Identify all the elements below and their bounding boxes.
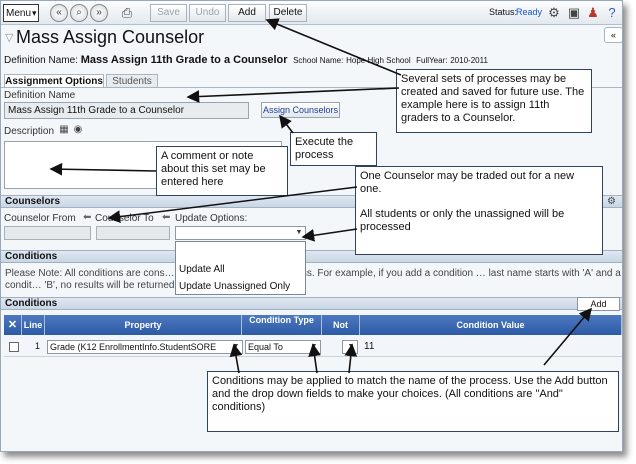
first-glyph: « (56, 7, 62, 18)
school-label: School Name: (293, 56, 344, 65)
condition-value[interactable]: 11 (364, 341, 375, 352)
not-select[interactable]: ▼ (342, 340, 358, 354)
help-icon[interactable]: ? (608, 5, 616, 20)
gear-icon[interactable]: ⚙ (548, 5, 560, 20)
chevron-down-icon: ▾ (32, 8, 37, 18)
dropdown-option-update-all[interactable]: Update All (179, 264, 225, 275)
counselor-to-label: Counselor To (95, 213, 154, 224)
menu-button[interactable]: Menu▾ (3, 4, 39, 22)
column-header-condition-type[interactable]: Condition Type (242, 315, 322, 335)
dropdown-option-update-unassigned[interactable]: Update Unassigned Only (179, 281, 291, 292)
tab-students[interactable]: Students (106, 74, 158, 88)
description-label: Description (4, 126, 55, 137)
delete-button[interactable]: Delete (269, 4, 307, 22)
definition-name-input[interactable]: Mass Assign 11th Grade to a Counselor (4, 102, 249, 119)
condition-type-select[interactable]: Equal To ▼ (245, 340, 321, 354)
property-select[interactable]: Grade (K12 EnrollmentInfo.StudentSORE ▼ (47, 340, 243, 354)
search-icon[interactable]: ⌕ (70, 4, 88, 22)
conditions-grid-header: Conditions (1, 297, 622, 310)
column-header-property[interactable]: Property (45, 315, 242, 335)
close-icon[interactable]: ✕ (4, 315, 22, 335)
chevron-down-icon: ▼ (347, 343, 355, 350)
chevron-down-icon: ▼ (310, 343, 318, 350)
update-options-select[interactable]: ▼ (175, 226, 306, 240)
add-button[interactable]: Add (228, 4, 266, 22)
definition-name-label: Definition Name (4, 90, 76, 101)
arrow-left-icon: ⬅ (83, 212, 92, 223)
info-icon[interactable]: ◉ (73, 124, 83, 135)
dropdown-option-blank[interactable] (176, 242, 305, 257)
chevron-down-icon: ▼ (295, 229, 303, 236)
definition-value: Mass Assign 11th Grade to a Counselor (80, 54, 288, 66)
callout-counselors-line1: One Counselor may be traded out for a ne… (360, 170, 575, 195)
callout-counselors-line2: All students or only the unassigned will… (360, 208, 565, 233)
year-label: FullYear: (416, 56, 448, 65)
callout-counselors: One Counselor may be traded out for a ne… (355, 166, 603, 255)
callout-execute: Execute the process (290, 132, 377, 166)
page-title: Mass Assign Counselor (16, 27, 205, 47)
tab-assignment-options[interactable]: Assignment Options (4, 74, 104, 88)
definition-label: Definition Name: (4, 55, 78, 66)
next-record-icon[interactable]: » (90, 4, 108, 22)
search-glyph: ⌕ (76, 7, 82, 18)
arrow-to-add (265, 18, 402, 76)
school-value: Hope High School (346, 56, 411, 65)
status-value: Ready (516, 7, 543, 17)
collapse-button[interactable]: « (604, 27, 622, 43)
undo-button[interactable]: Undo (189, 4, 226, 22)
menu-label: Menu (6, 8, 32, 19)
column-header-line[interactable]: Line (22, 315, 45, 335)
callout-saved-processes: Several sets of processes may be created… (396, 69, 592, 133)
app-window: Menu▾ « ⌕ » ⎙ Save Undo Add Delete Statu… (0, 0, 623, 452)
filter-icon: ▽ (5, 32, 14, 44)
table-row: 1 Grade (K12 EnrollmentInfo.StudentSORE ▼… (4, 337, 622, 357)
counselor-from-select[interactable] (4, 226, 91, 240)
arrow-left-icon: ⬅ (162, 212, 171, 223)
next-glyph: » (96, 7, 102, 18)
first-record-icon[interactable]: « (50, 4, 68, 22)
status-label: Status: (489, 7, 518, 17)
property-value: Grade (K12 EnrollmentInfo.StudentSORE (50, 342, 217, 352)
settings-icon[interactable]: ⚙ (607, 196, 616, 207)
counselor-from-label: Counselor From (4, 213, 76, 224)
callout-description: A comment or note about this set may be … (156, 146, 288, 196)
person-icon[interactable]: ♟ (587, 5, 599, 20)
print-icon[interactable]: ⎙ (121, 5, 133, 20)
callout-conditions: Conditions may be applied to match the n… (207, 371, 619, 432)
callout-spacer (360, 196, 598, 208)
condition-type-value: Equal To (248, 342, 283, 352)
row-line-number: 1 (35, 341, 41, 351)
save-button[interactable]: Save (150, 4, 187, 22)
spellcheck-icon[interactable]: ▦ (59, 124, 69, 135)
conditions-note: Please Note: All conditions are cons… fo… (5, 268, 621, 291)
chevron-down-icon: ▼ (231, 342, 241, 352)
update-options-label: Update Options: (175, 213, 248, 224)
update-options-dropdown: Update All Update Unassigned Only (175, 241, 306, 295)
column-header-condition-value[interactable]: Condition Value (360, 315, 622, 335)
definition-name-line: Definition Name: Mass Assign 11th Grade … (4, 54, 488, 66)
column-header-not[interactable]: Not (322, 315, 360, 335)
arrow-to-definition (186, 87, 400, 103)
users-icon[interactable]: ▣ (567, 5, 581, 20)
add-condition-button[interactable]: Add (577, 297, 620, 311)
arrow-to-update-options (301, 228, 358, 242)
row-checkbox[interactable] (9, 342, 19, 352)
toolbar: Menu▾ « ⌕ » ⎙ Save Undo Add Delete Statu… (1, 1, 622, 25)
year-value: 2010-2011 (450, 56, 488, 65)
arrow-to-assign (279, 114, 294, 134)
counselor-to-select[interactable] (96, 226, 170, 240)
assign-counselors-button[interactable]: Assign Counselors (261, 102, 340, 118)
